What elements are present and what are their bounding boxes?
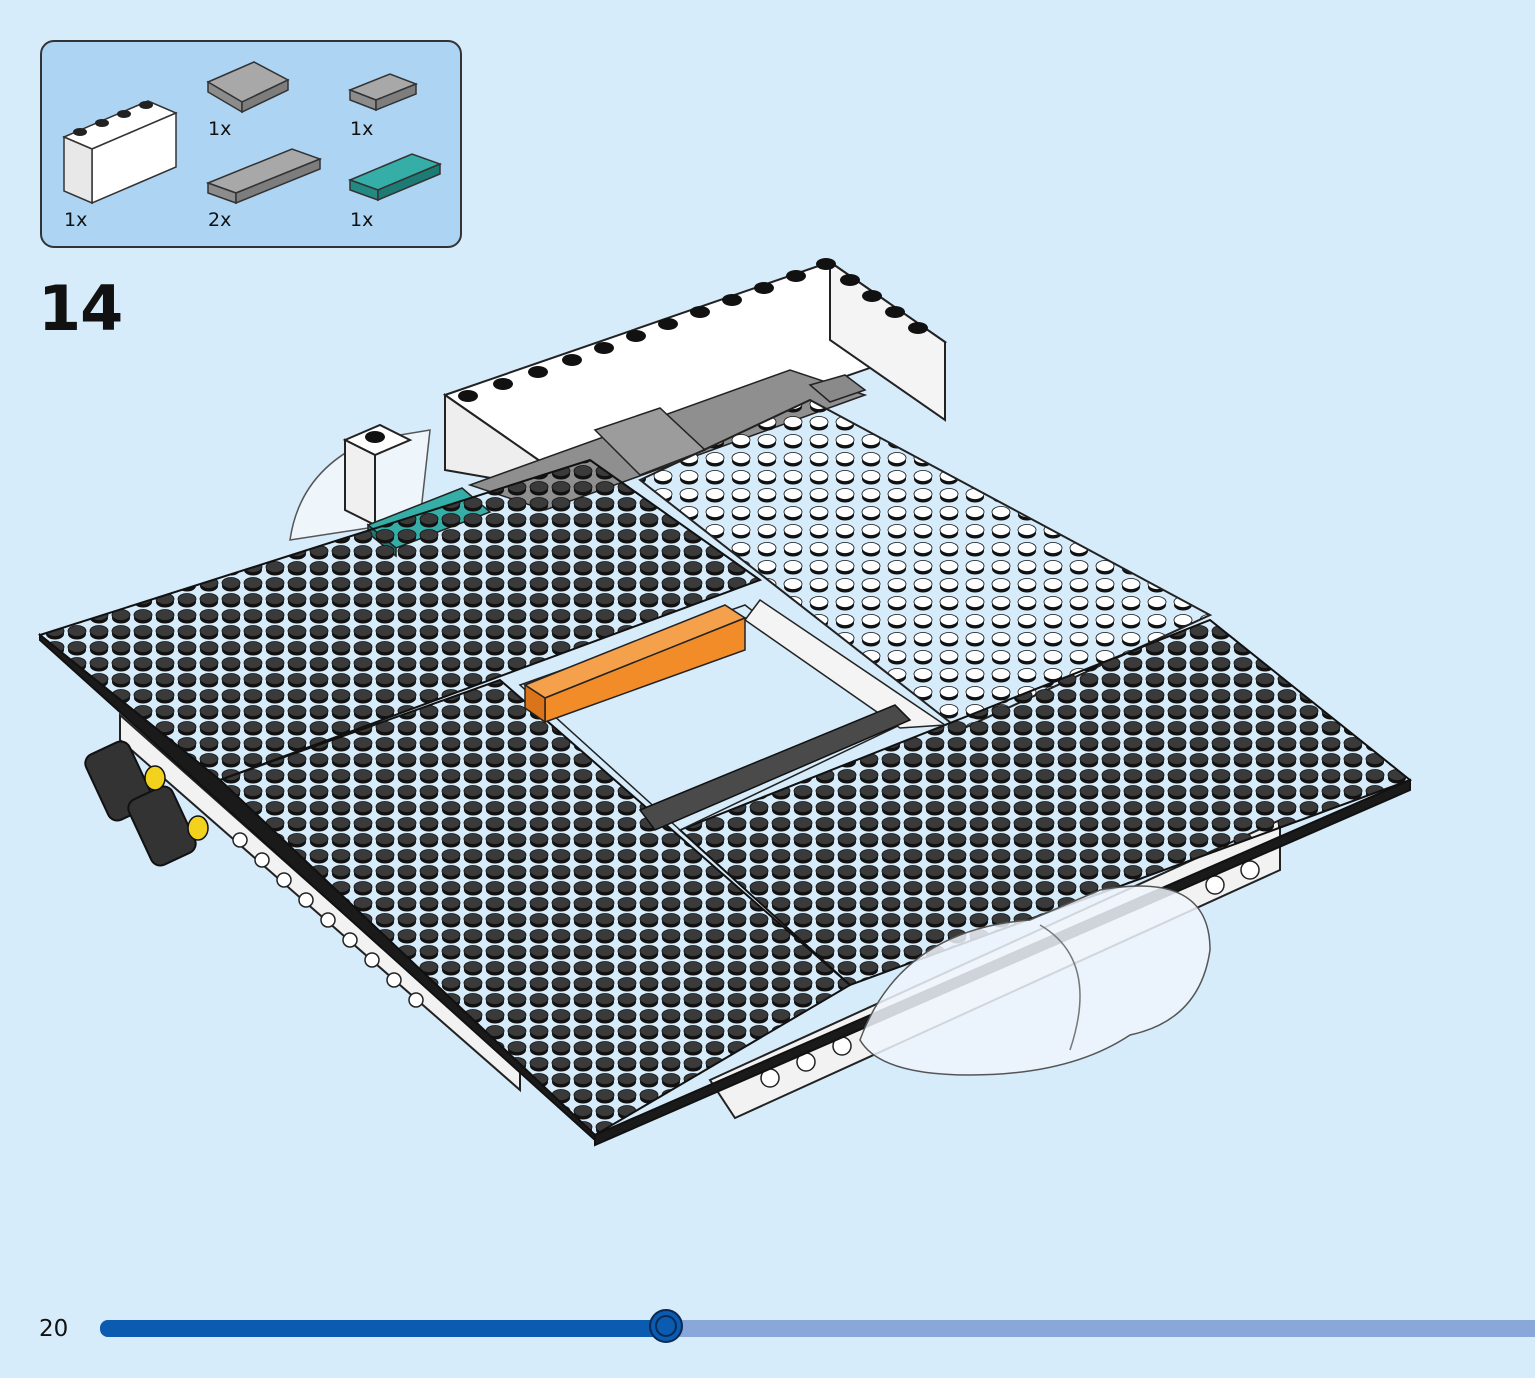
qty-label: 1x (350, 118, 374, 140)
inner-white-wall (743, 598, 948, 729)
white-back-wall (442, 258, 948, 492)
white-pillar (342, 423, 413, 527)
parts-list-box: 1x 1x 1x 2x 1x (40, 40, 462, 248)
gray-tile-icon (347, 73, 419, 112)
white-stud-plate (638, 398, 1213, 732)
qty-label: 1x (64, 209, 88, 231)
trans-dome-front (859, 885, 1211, 1076)
teal-tile-icon (347, 153, 443, 202)
gray-tile-icon (205, 148, 323, 205)
page-number: 20 (39, 1316, 69, 1342)
axle-connectors (84, 740, 209, 867)
progress-knob[interactable] (649, 1309, 684, 1343)
orange-brick (523, 604, 747, 724)
qty-label: 1x (350, 209, 374, 231)
white-panel-icon (62, 100, 178, 205)
step-number: 14 (38, 272, 123, 345)
model-illustration (37, 258, 1413, 1147)
qty-label: 1x (208, 118, 232, 140)
qty-label: 2x (208, 209, 232, 231)
gray-axle (638, 704, 912, 831)
progress-bar (100, 1309, 1535, 1343)
gray-tile-icon (206, 61, 290, 114)
gray-tile-1x2-placed (808, 374, 867, 403)
progress-fill (100, 1320, 669, 1337)
